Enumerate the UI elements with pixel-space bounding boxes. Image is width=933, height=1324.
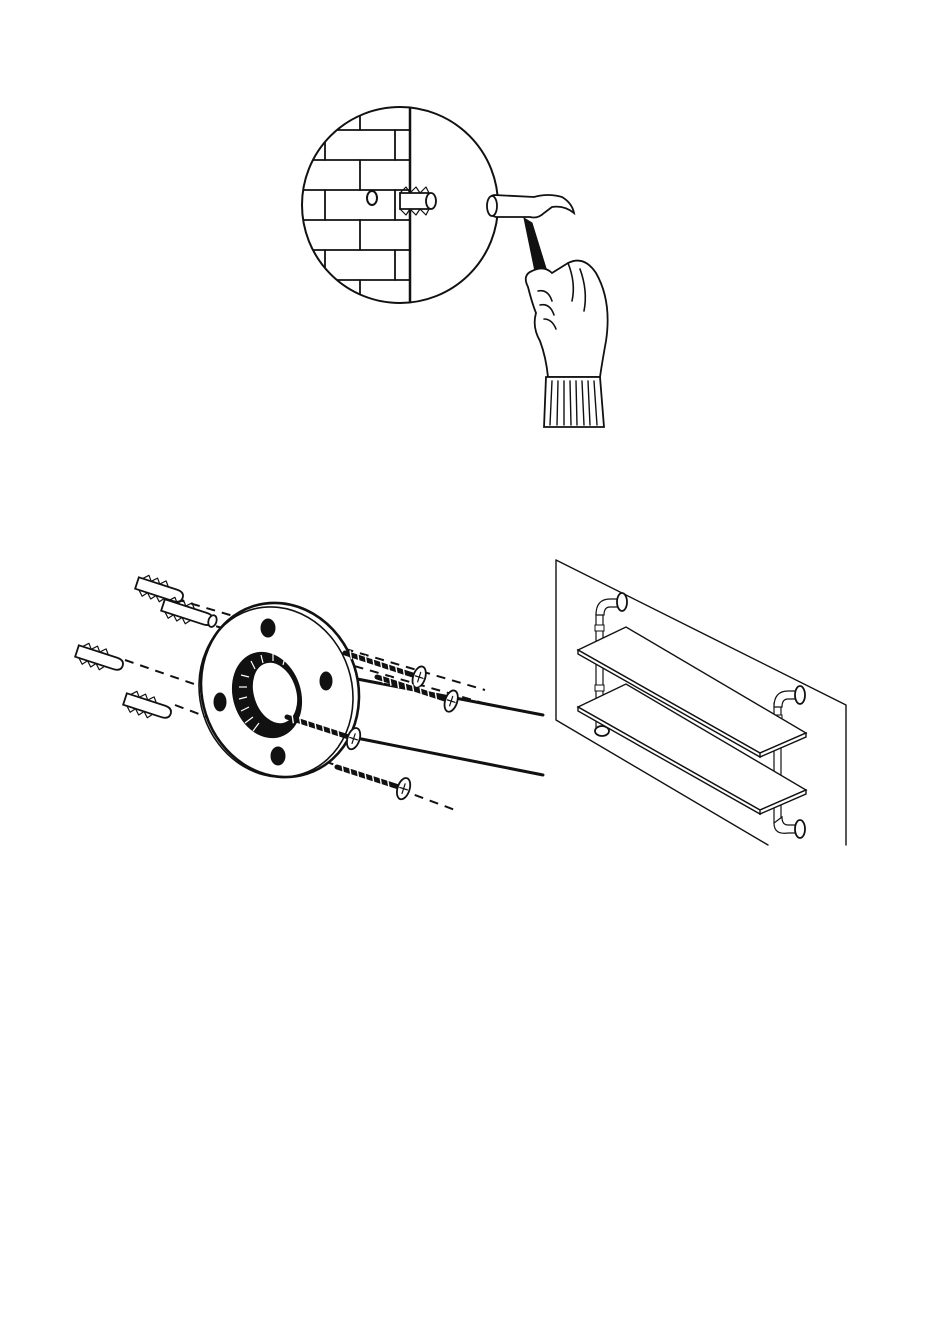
figure-finished-shelf xyxy=(548,555,853,850)
flange-mount-illustration xyxy=(55,565,550,825)
pipe-elbow-icon xyxy=(773,691,796,833)
figure-flange-mount xyxy=(55,565,550,825)
figure-hammer-wall-plug xyxy=(300,105,630,435)
finished-shelf-illustration xyxy=(548,555,853,850)
hammer-wall-plug-illustration xyxy=(300,105,630,435)
wall-plug-icon xyxy=(74,573,220,725)
flange-icon xyxy=(795,686,805,838)
hand-icon xyxy=(526,261,608,427)
